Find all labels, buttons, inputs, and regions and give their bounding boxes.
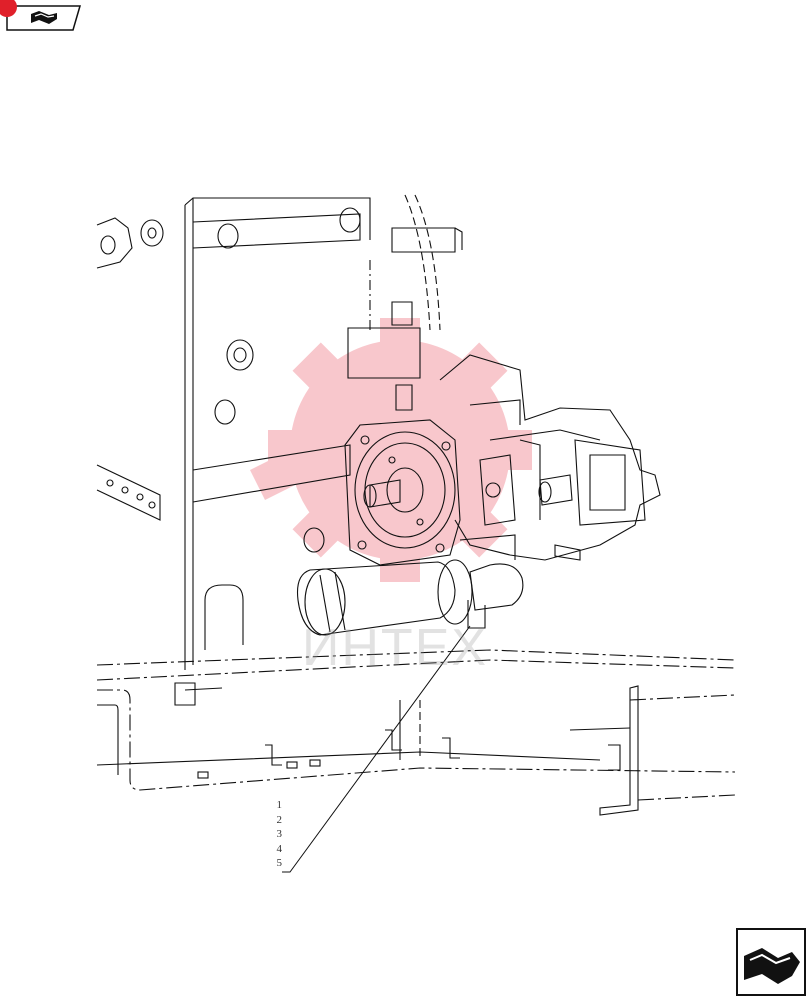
nav-next-button[interactable] — [736, 928, 806, 996]
callout-leader-line — [282, 625, 471, 873]
red-badge-icon — [0, 0, 17, 17]
watermark-text: ИНТЕХ — [302, 619, 489, 677]
nav-back-button[interactable] — [0, 0, 81, 31]
callout-number: 2 — [276, 813, 283, 826]
callout-number-list: 1 2 3 4 5 — [262, 798, 283, 871]
callout-number: 4 — [276, 842, 283, 855]
callout-number: 5 — [276, 857, 283, 869]
callout-number: 3 — [276, 828, 283, 840]
callout-number: 1 — [276, 799, 283, 811]
arrow-right-icon — [736, 928, 806, 996]
watermark-gear — [250, 318, 532, 582]
arrow-left-icon — [6, 5, 81, 31]
